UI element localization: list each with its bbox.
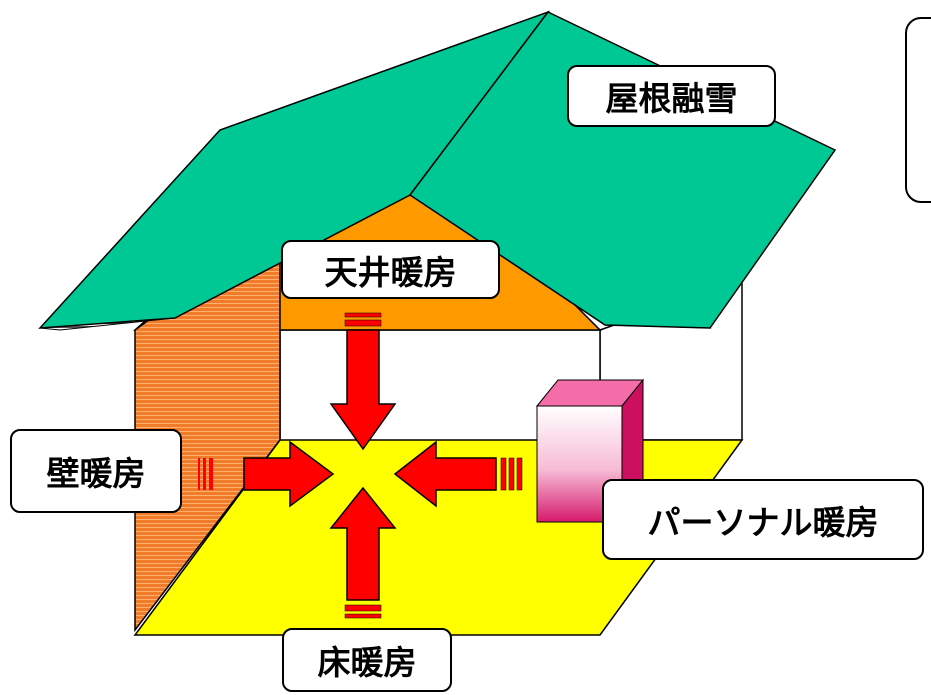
arrow-from-personal — [393, 440, 523, 508]
ceiling-heating-label: 天井暖房 — [281, 240, 500, 299]
arrow-from-floor — [329, 486, 397, 619]
floor-heating-label: 床暖房 — [282, 628, 452, 692]
arrow-from-ceiling — [329, 312, 397, 451]
roof-right — [408, 11, 837, 329]
wall-heating-label: 壁暖房 — [10, 429, 182, 513]
roof-snow-melt-label: 屋根融雪 — [567, 65, 776, 127]
arrow-from-wall — [198, 440, 335, 508]
personal-heating-label: パーソナル暖房 — [602, 479, 924, 560]
blank-callout-box — [905, 17, 931, 203]
